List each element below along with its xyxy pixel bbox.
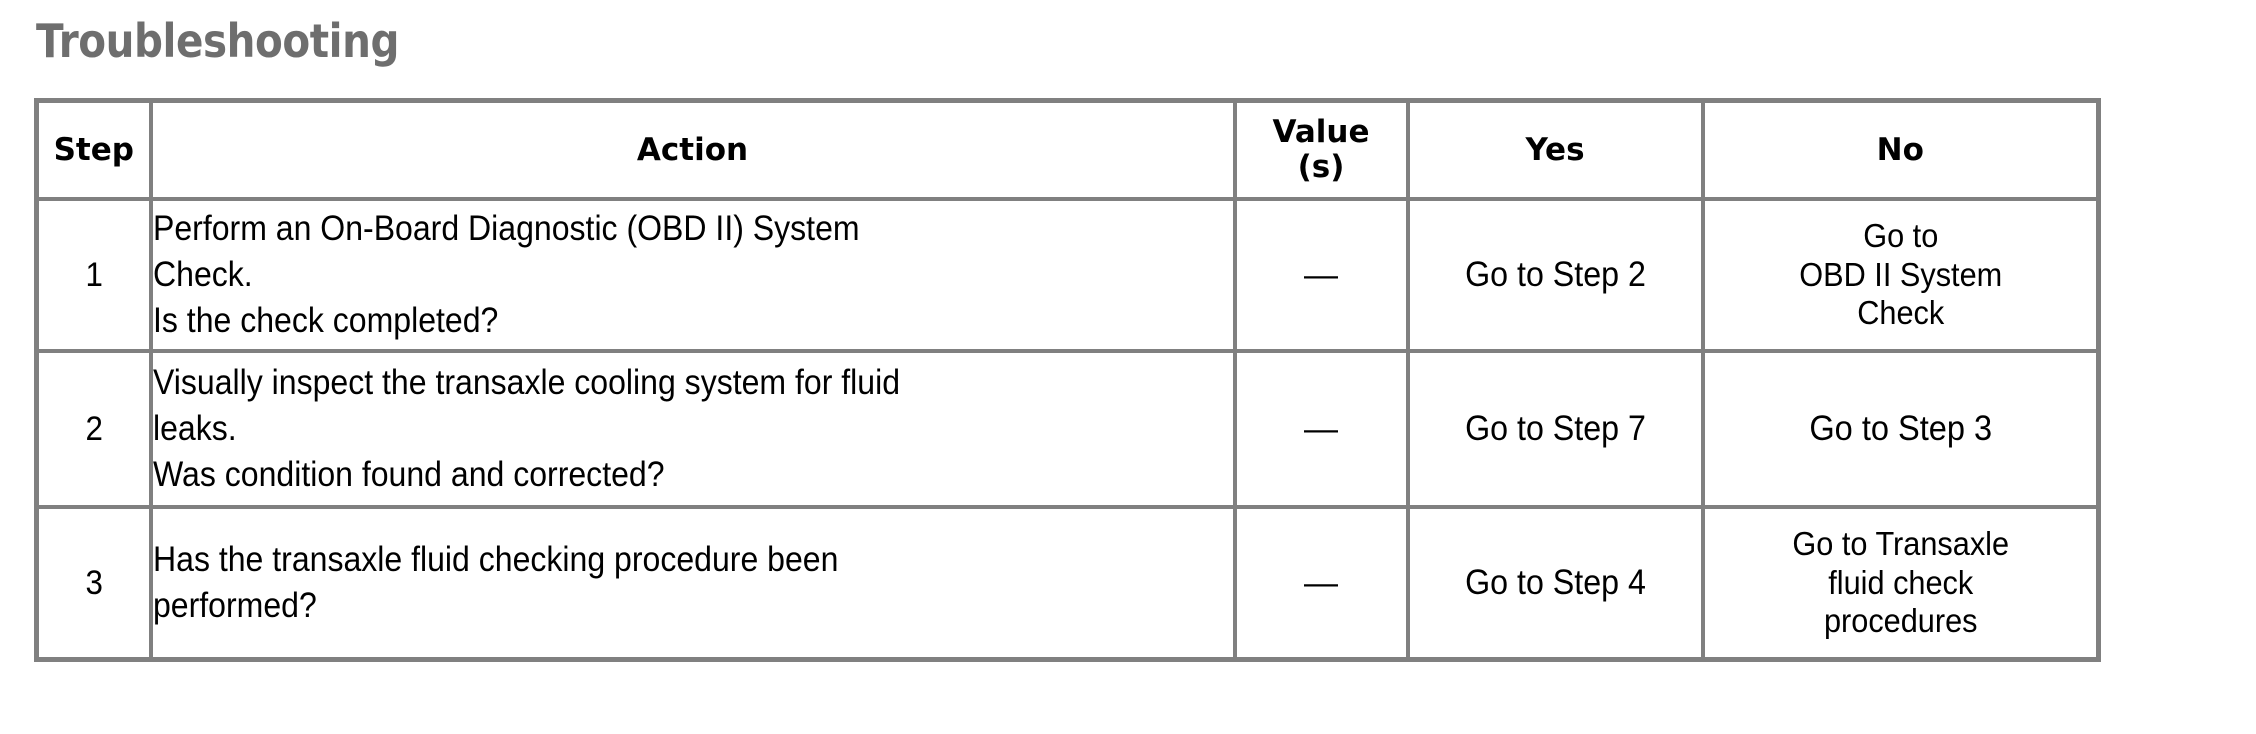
yes-line: Go to Step 7 (1464, 409, 1646, 448)
column-header-step: Step (34, 98, 153, 201)
action-line: performed? (152, 586, 317, 625)
cell-value: — (1232, 197, 1410, 353)
column-header-yes: Yes (1405, 98, 1705, 201)
yes-line: Go to Step 4 (1464, 563, 1646, 602)
yes-line: Go to Step 2 (1464, 255, 1646, 294)
action-line: Was condition found and corrected? (152, 455, 665, 495)
table-header: Step Action Value (s) Yes No (34, 98, 2101, 201)
column-header-no: No (1700, 98, 2101, 201)
cell-step-number: 2 (39, 349, 148, 509)
no-line: Go to Transaxle (1791, 524, 2009, 562)
no-line: fluid check (1827, 563, 1973, 601)
cell-yes-action: Go to Step 4 (1405, 505, 1705, 662)
cell-step-number: 1 (39, 197, 148, 353)
action-line: Has the transaxle fluid checking procedu… (152, 539, 838, 579)
action-line: Visually inspect the transaxle cooling s… (152, 362, 900, 402)
page-title: Troubleshooting (36, 14, 400, 68)
no-line: OBD II System (1798, 255, 2002, 293)
column-header-value-line2: (s) (1297, 149, 1345, 185)
action-line: leaks. (152, 408, 237, 448)
no-line: Go to Step 3 (1808, 409, 1992, 449)
no-line: Check (1856, 294, 1944, 332)
cell-yes-action: Go to Step 2 (1405, 197, 1705, 353)
action-line: Check. (152, 254, 253, 294)
cell-step-number: 3 (39, 505, 148, 662)
cell-value: — (1232, 349, 1410, 509)
no-line: procedures (1823, 602, 1978, 640)
table-header-row: Step Action Value (s) Yes No (34, 98, 2101, 201)
cell-action-text: Perform an On-Board Diagnostic (OBD II) … (148, 197, 1237, 353)
cell-value: — (1232, 505, 1410, 662)
action-line: Is the check completed? (152, 301, 498, 341)
cell-yes-action: Go to Step 7 (1405, 349, 1705, 509)
cell-action-text: Visually inspect the transaxle cooling s… (148, 349, 1237, 509)
no-line: Go to (1862, 216, 1938, 254)
column-header-value: Value (s) (1232, 98, 1410, 201)
column-header-action: Action (148, 98, 1237, 201)
column-header-value-line1: Value (1272, 114, 1370, 151)
cell-action-text: Has the transaxle fluid checking procedu… (148, 505, 1237, 662)
action-line: Perform an On-Board Diagnostic (OBD II) … (152, 208, 860, 248)
cell-no-action: Go to Step 3 (1700, 349, 2101, 509)
